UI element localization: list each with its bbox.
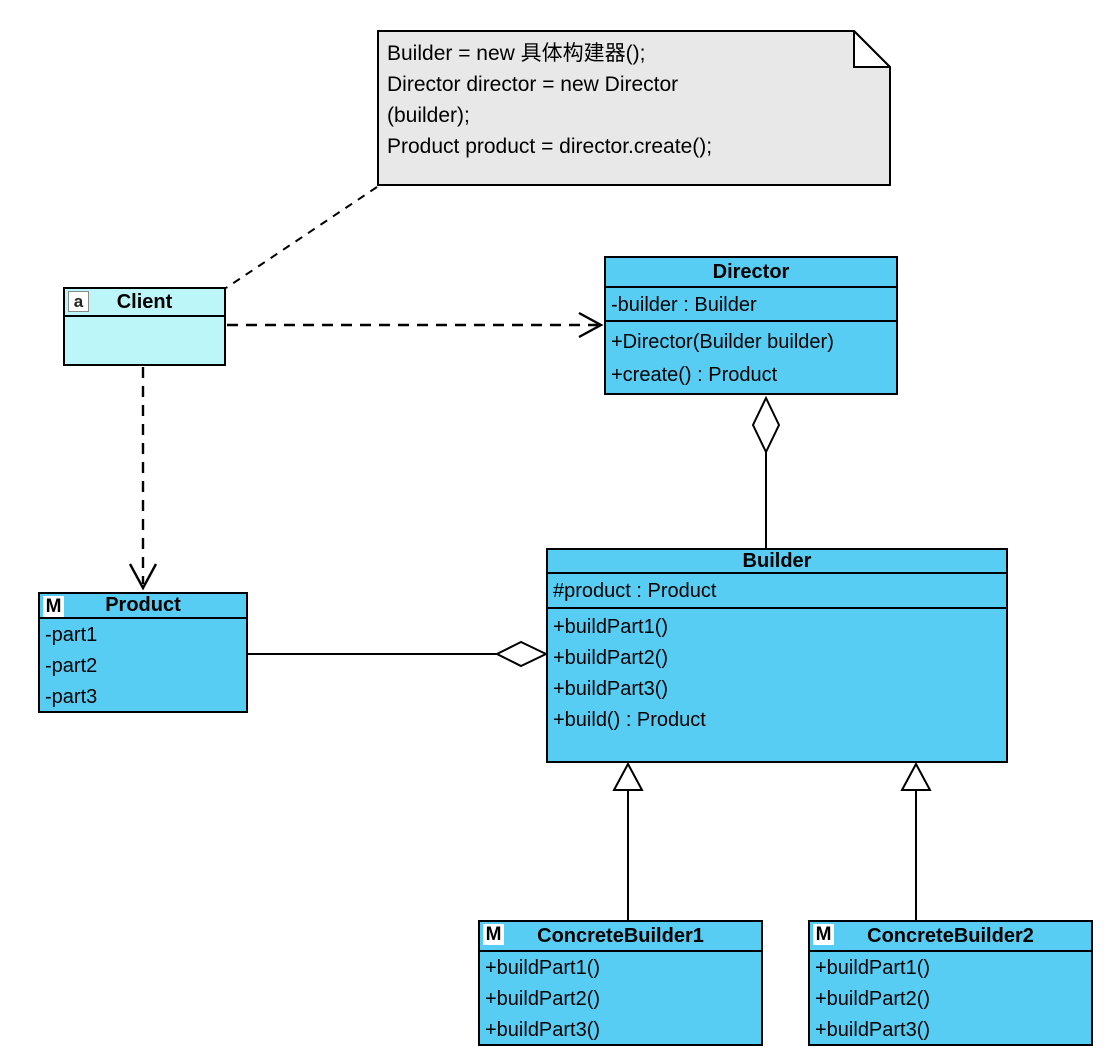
class-concrete-builder-1: M ConcreteBuilder1 +buildPart1() +buildP… [478,920,763,1046]
attributes-compartment [65,315,224,364]
note-anchor-client [225,186,378,289]
aggregation-builder-product [246,640,549,668]
class-client: a Client [63,287,226,366]
class-header-builder: Builder [548,550,1006,572]
method: +create() : Product [611,364,778,386]
method: +buildPart3() [553,678,669,700]
class-header-concrete-builder-2: M ConcreteBuilder2 [810,922,1091,950]
class-header-concrete-builder-1: M ConcreteBuilder1 [480,922,761,950]
note-line: Builder = new 具体构建器(); [387,42,646,65]
method: +buildPart2() [553,647,669,669]
note-fold-corner-icon [853,30,891,68]
method: +buildPart1() [553,616,669,638]
method: +buildPart1() [815,957,931,979]
note-line: (builder); [387,104,470,127]
methods-compartment: +Director(Builder builder) +create() : P… [606,320,896,393]
class-title: Product [105,594,181,616]
class-title: Builder [742,550,812,572]
class-stereotype-badge-icon: a [68,291,89,312]
note-line: Product product = director.create(); [387,135,713,158]
dependency-client-product [128,367,158,591]
open-arrowhead-icon [128,563,158,591]
class-stereotype-badge-icon: M [43,596,64,617]
class-builder: Builder #product : Product +buildPart1()… [546,548,1008,763]
generalization-concretebuilder1-builder [612,761,644,921]
class-header-product: M Product [40,594,246,617]
class-title: Client [116,291,173,313]
method: +buildPart1() [485,957,601,979]
class-title: ConcreteBuilder1 [537,925,704,947]
method: +Director(Builder builder) [611,331,834,353]
note-line: Director director = new Director [387,73,679,96]
attribute: -part2 [45,655,98,677]
open-arrowhead-icon [578,311,604,339]
attributes-compartment: -builder : Builder [606,286,896,320]
attribute: #product : Product [553,580,717,602]
attribute: -part3 [45,686,98,708]
generalization-triangle-icon [612,761,644,791]
attributes-compartment: #product : Product [548,572,1006,607]
class-title: Director [712,261,790,283]
class-title: ConcreteBuilder2 [867,925,1034,947]
method: +buildPart2() [485,988,601,1010]
dependency-client-director [227,311,604,339]
generalization-concretebuilder2-builder [900,761,932,921]
methods-compartment: +buildPart1() +buildPart2() +buildPart3(… [548,607,1006,761]
class-stereotype-badge-icon: M [483,924,504,945]
class-header-client: a Client [65,289,224,315]
attribute: -part1 [45,624,98,646]
note-text: Builder = new 具体构建器(); Director director… [387,38,845,162]
class-product: M Product -part1 -part2 -part3 [38,592,248,713]
class-header-director: Director [606,258,896,286]
generalization-triangle-icon [900,761,932,791]
methods-compartment: +buildPart1() +buildPart2() +buildPart3(… [480,950,761,1044]
methods-compartment: +buildPart1() +buildPart2() +buildPart3(… [810,950,1091,1044]
class-director: Director -builder : Builder +Director(Bu… [604,256,898,395]
class-stereotype-badge-icon: M [813,924,834,945]
method: +buildPart3() [815,1019,931,1041]
aggregation-diamond-icon [494,640,549,668]
note-shape [377,30,891,186]
method: +build() : Product [553,709,706,731]
attributes-compartment: -part1 -part2 -part3 [40,617,246,711]
aggregation-diamond-icon [751,395,781,455]
attribute: -builder : Builder [611,294,757,316]
code-note: Builder = new 具体构建器(); Director director… [377,30,891,186]
aggregation-director-builder [751,395,781,548]
method: +buildPart3() [485,1019,601,1041]
class-concrete-builder-2: M ConcreteBuilder2 +buildPart1() +buildP… [808,920,1093,1046]
method: +buildPart2() [815,988,931,1010]
